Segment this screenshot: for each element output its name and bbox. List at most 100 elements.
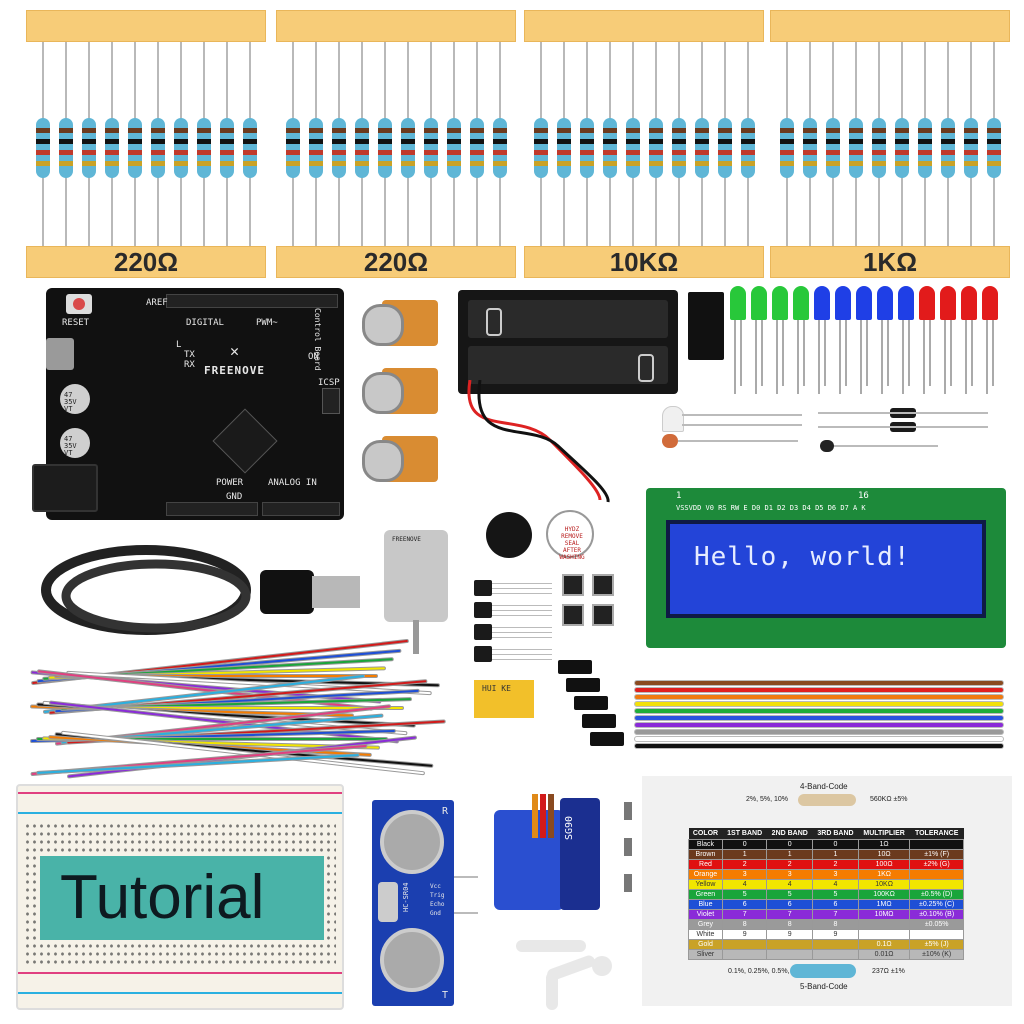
resistor-value-label: 220Ω [276, 246, 516, 278]
ultrasonic-t: T [442, 990, 449, 1001]
led-row [730, 286, 1010, 406]
passive-buzzer [486, 512, 532, 558]
side-label: Control Board [313, 308, 322, 371]
resistor [941, 118, 955, 178]
resistor [741, 118, 755, 178]
resistor [36, 118, 50, 178]
resistor-value-label: 10KΩ [524, 246, 764, 278]
capacitor-2: 47 35V VT [60, 428, 90, 458]
resistor-row [26, 42, 266, 252]
ribbon-wire [634, 701, 1004, 707]
active-buzzer: HYDZ REMOVE SEAL AFTER WASHING [546, 510, 594, 561]
photoresistor [662, 434, 678, 448]
resistor [872, 118, 886, 178]
resistor [803, 118, 817, 178]
card-example-5band: 237Ω ±1% [872, 968, 905, 975]
resistor [309, 118, 323, 178]
thermistor [820, 440, 834, 452]
led [961, 286, 977, 320]
potentiometer-2 [358, 364, 442, 420]
led [772, 286, 788, 320]
resistor-value-label: 1KΩ [770, 246, 1010, 278]
tutorial-banner: Tutorial [40, 856, 324, 940]
resistor [332, 118, 346, 178]
reset-button [66, 294, 92, 314]
resistor [649, 118, 663, 178]
push-button [562, 604, 584, 626]
tx-label: TX [184, 350, 195, 360]
servo-horns [516, 940, 612, 1010]
led [856, 286, 872, 320]
resistor [105, 118, 119, 178]
ribbon-cable [548, 660, 1008, 768]
reset-label: RESET [62, 318, 90, 328]
lcd-module: 1 16 VSSVDD V0 RS RW E D0 D1 D2 D3 D4 D5… [646, 488, 1006, 648]
lcd-pin-first: 1 [676, 491, 682, 501]
brand-label: FREENOVE [204, 364, 265, 377]
resistor [493, 118, 507, 178]
tape-top [276, 10, 516, 42]
lcd-pin-labels: VSSVDD V0 RS RW E D0 D1 D2 D3 D4 D5 D6 D… [676, 504, 866, 512]
led [730, 286, 746, 320]
diode-2-leads [818, 426, 988, 428]
resistor-row [770, 42, 1010, 252]
card-example-4band: 560KΩ ±5% [870, 796, 908, 803]
resistor [378, 118, 392, 178]
on-label: ON [308, 352, 319, 362]
dupont-connector [582, 714, 616, 728]
resistor [174, 118, 188, 178]
card-title-4band: 4-Band-Code [800, 782, 848, 791]
ribbon-wire [634, 729, 1004, 735]
ribbon-wire [634, 736, 1004, 742]
gnd-label: GND [226, 492, 243, 502]
dc-jack [32, 464, 98, 512]
resistor [672, 118, 686, 178]
resistor [355, 118, 369, 178]
icsp-label: ICSP [318, 378, 340, 388]
resistor-group-1: 220Ω [26, 10, 266, 278]
resistor [151, 118, 165, 178]
resistor [987, 118, 1001, 178]
transistors [470, 580, 560, 670]
led [982, 286, 998, 320]
battery-wires [467, 380, 610, 503]
potentiometer-1 [358, 296, 442, 352]
resistor-row [524, 42, 764, 252]
resistor [780, 118, 794, 178]
resistor [557, 118, 571, 178]
power-label: POWER [216, 478, 244, 488]
lcd-text: Hello, world! [694, 542, 911, 572]
dc-motor: FREENOVE [384, 530, 448, 622]
analog-header [262, 502, 340, 516]
mcu-chip [212, 408, 278, 474]
icsp-header [322, 388, 340, 414]
breadboard: Tutorial [16, 784, 344, 1010]
capacitor-1: 47 35V VT [60, 384, 90, 414]
screws [620, 802, 636, 898]
resistor [603, 118, 617, 178]
resistor [826, 118, 840, 178]
resistor [128, 118, 142, 178]
transistor [474, 580, 492, 596]
card-tol-4band: 2%, 5%, 10% [746, 796, 789, 803]
l-led-label: L [176, 340, 182, 350]
ribbon-wire [634, 694, 1004, 700]
relay: HUI KE [474, 680, 534, 718]
resistor [695, 118, 709, 178]
ribbon-wire [634, 708, 1004, 714]
resistor-group-2: 220Ω [276, 10, 516, 278]
resistor [626, 118, 640, 178]
resistor [849, 118, 863, 178]
resistor [918, 118, 932, 178]
resistor [243, 118, 257, 178]
transistor [474, 624, 492, 640]
